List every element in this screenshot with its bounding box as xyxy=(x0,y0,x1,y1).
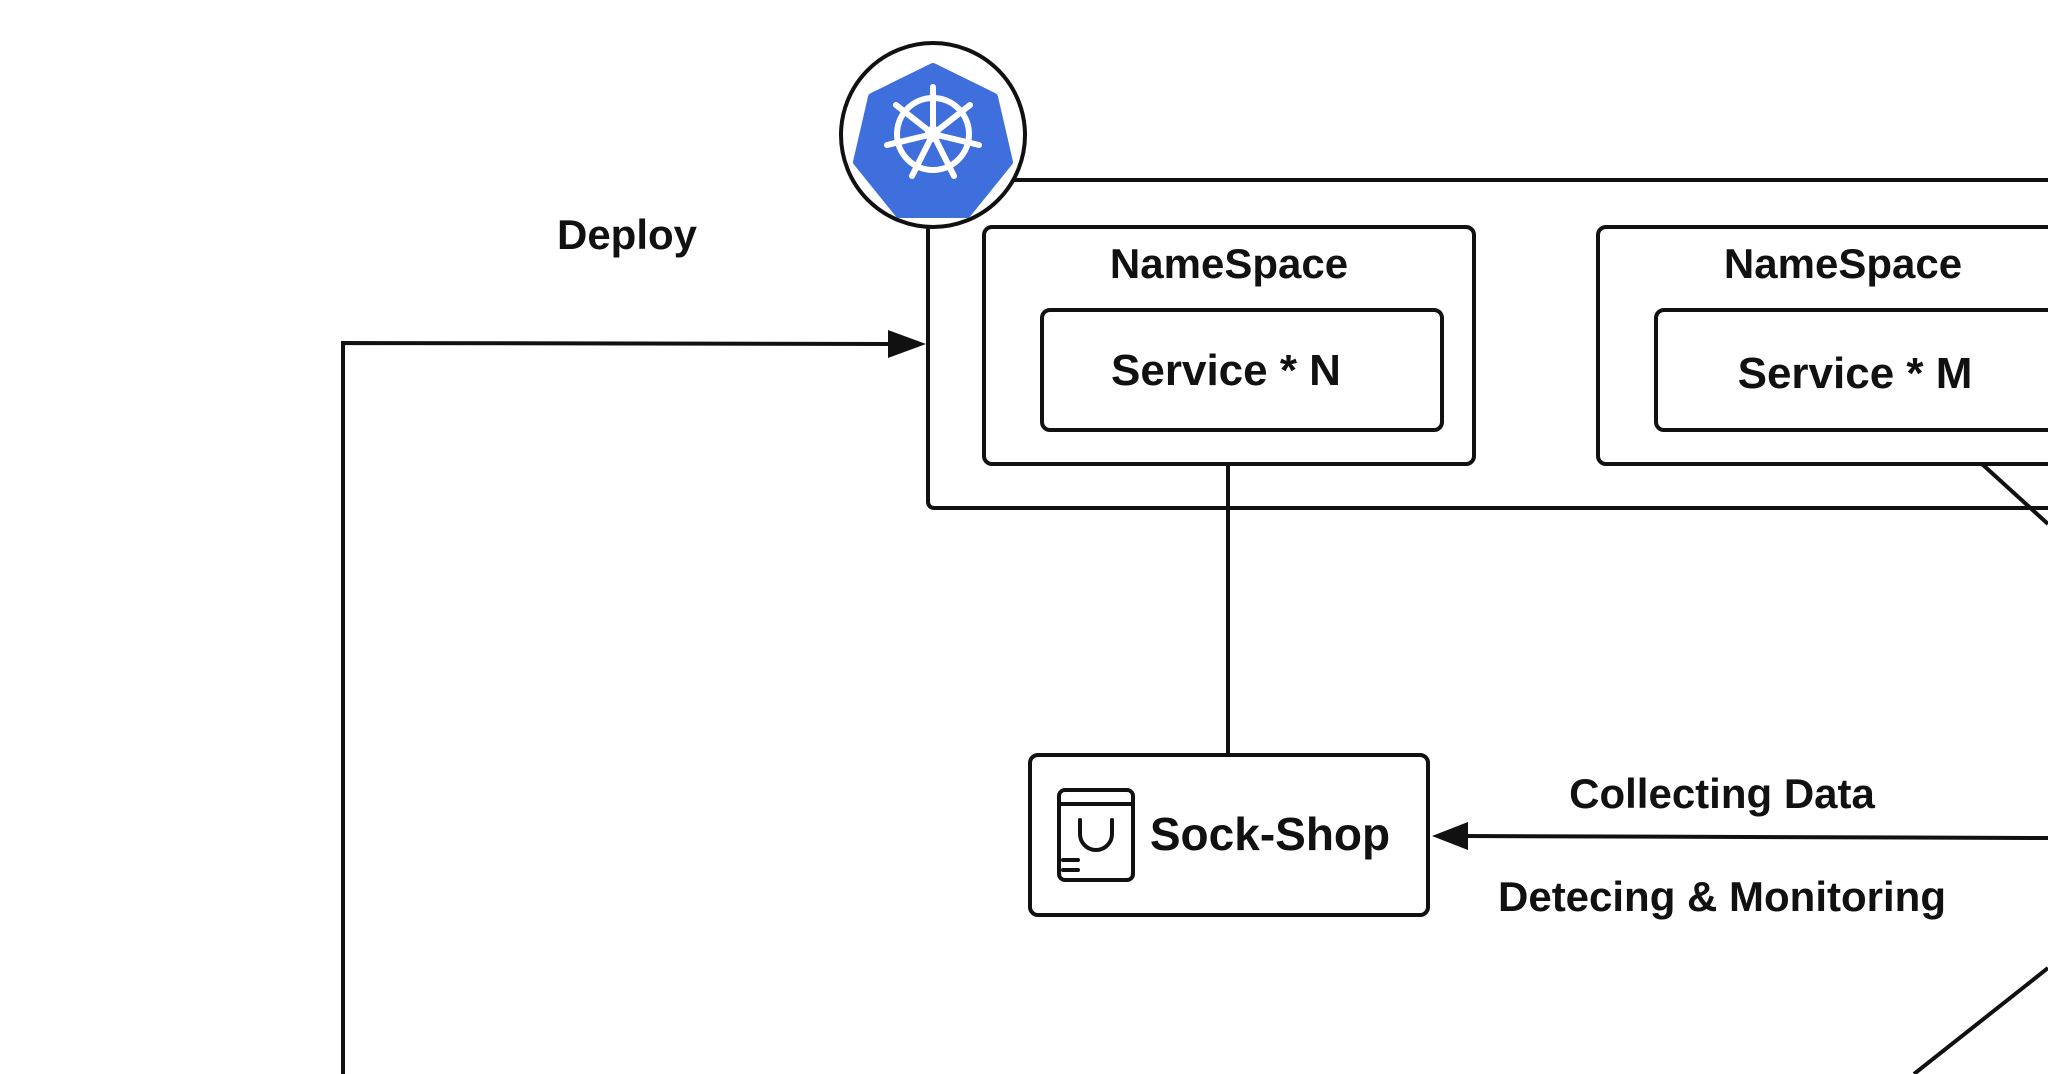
deploy-label: Deploy xyxy=(557,211,698,258)
collecting-label: Collecting Data xyxy=(1569,770,1875,817)
service-m-box xyxy=(1654,308,2048,432)
namespace-2-diagonal-edge xyxy=(1980,462,2048,526)
service-n-label: Service * N xyxy=(1111,346,1341,395)
service-n-box xyxy=(1040,308,1444,432)
deploy-edge xyxy=(341,340,893,1074)
lower-right-diagonal-edge xyxy=(1912,966,2048,1074)
shopping-bag-icon xyxy=(1057,788,1135,882)
namespace-2-label: NameSpace xyxy=(1724,240,1962,287)
detecting-label: Detecing & Monitoring xyxy=(1498,873,1946,920)
collecting-arrowhead xyxy=(1432,822,1468,850)
deploy-arrowhead xyxy=(888,330,926,358)
sock-shop-box xyxy=(1028,753,1430,917)
service-m-label: Service * M xyxy=(1738,349,1973,398)
collecting-edge xyxy=(1461,834,2048,840)
kubernetes-logo xyxy=(839,41,1027,229)
sock-shop-label: Sock-Shop xyxy=(1150,808,1390,860)
namespace-1-label: NameSpace xyxy=(1110,240,1348,287)
